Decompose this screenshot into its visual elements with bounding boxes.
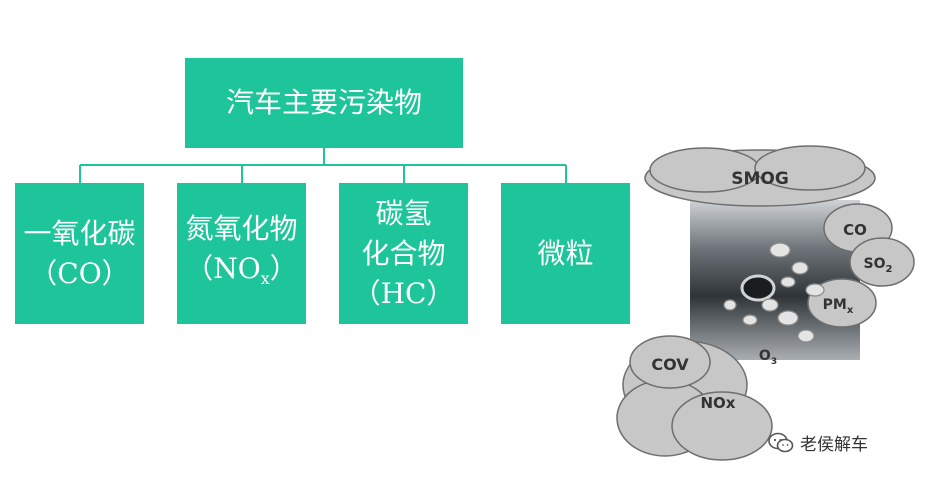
- cov-nox-cloud: [616, 335, 773, 461]
- node-hydrocarbons-line2: 化合物: [361, 236, 446, 270]
- exhaust-pipe-icon: [740, 274, 776, 302]
- formula-suffix: ）: [269, 251, 298, 285]
- smog-cloud: [644, 145, 876, 207]
- node-hydrocarbons-formula: （HC）: [352, 276, 455, 310]
- wechat-icon: [768, 432, 794, 452]
- so2-label: SO2: [864, 256, 893, 275]
- node-hydrocarbons: 碳氢 化合物 （HC）: [339, 183, 468, 324]
- so2-cloud: [849, 237, 915, 287]
- node-carbon-monoxide-name: 一氧化碳: [23, 216, 136, 250]
- node-hydrocarbons-line1: 碳氢: [375, 196, 432, 230]
- exhaust-bubbles: [723, 242, 825, 343]
- watermark-text: 老侯解车: [800, 435, 868, 455]
- pmx-label: PMx: [823, 297, 854, 316]
- o3-label: O3: [759, 348, 777, 367]
- node-particulates-name: 微粒: [537, 236, 594, 270]
- co-label: CO: [843, 221, 867, 239]
- node-nitrogen-oxides-formula: （NOx）: [185, 249, 298, 299]
- node-carbon-monoxide-formula: （CO）: [29, 256, 130, 290]
- root-node-label: 汽车主要污染物: [225, 86, 422, 119]
- nox-label: NOx: [701, 394, 736, 412]
- watermark: 老侯解车: [768, 430, 868, 455]
- node-carbon-monoxide: 一氧化碳 （CO）: [15, 183, 144, 324]
- formula-prefix: （NO: [185, 251, 261, 285]
- node-particulates: 微粒: [501, 183, 630, 324]
- root-node: 汽车主要污染物: [185, 58, 463, 148]
- exhaust-smog-illustration: SMOG CO SO2 PMx O3 COV NOx: [616, 145, 915, 461]
- formula-subscript: x: [260, 268, 270, 288]
- smog-label: SMOG: [731, 169, 789, 189]
- pmx-cloud: [807, 278, 877, 328]
- node-nitrogen-oxides-name: 氮氧化物: [185, 211, 298, 245]
- cov-label: COV: [651, 355, 689, 374]
- node-nitrogen-oxides: 氮氧化物 （NOx）: [177, 183, 306, 324]
